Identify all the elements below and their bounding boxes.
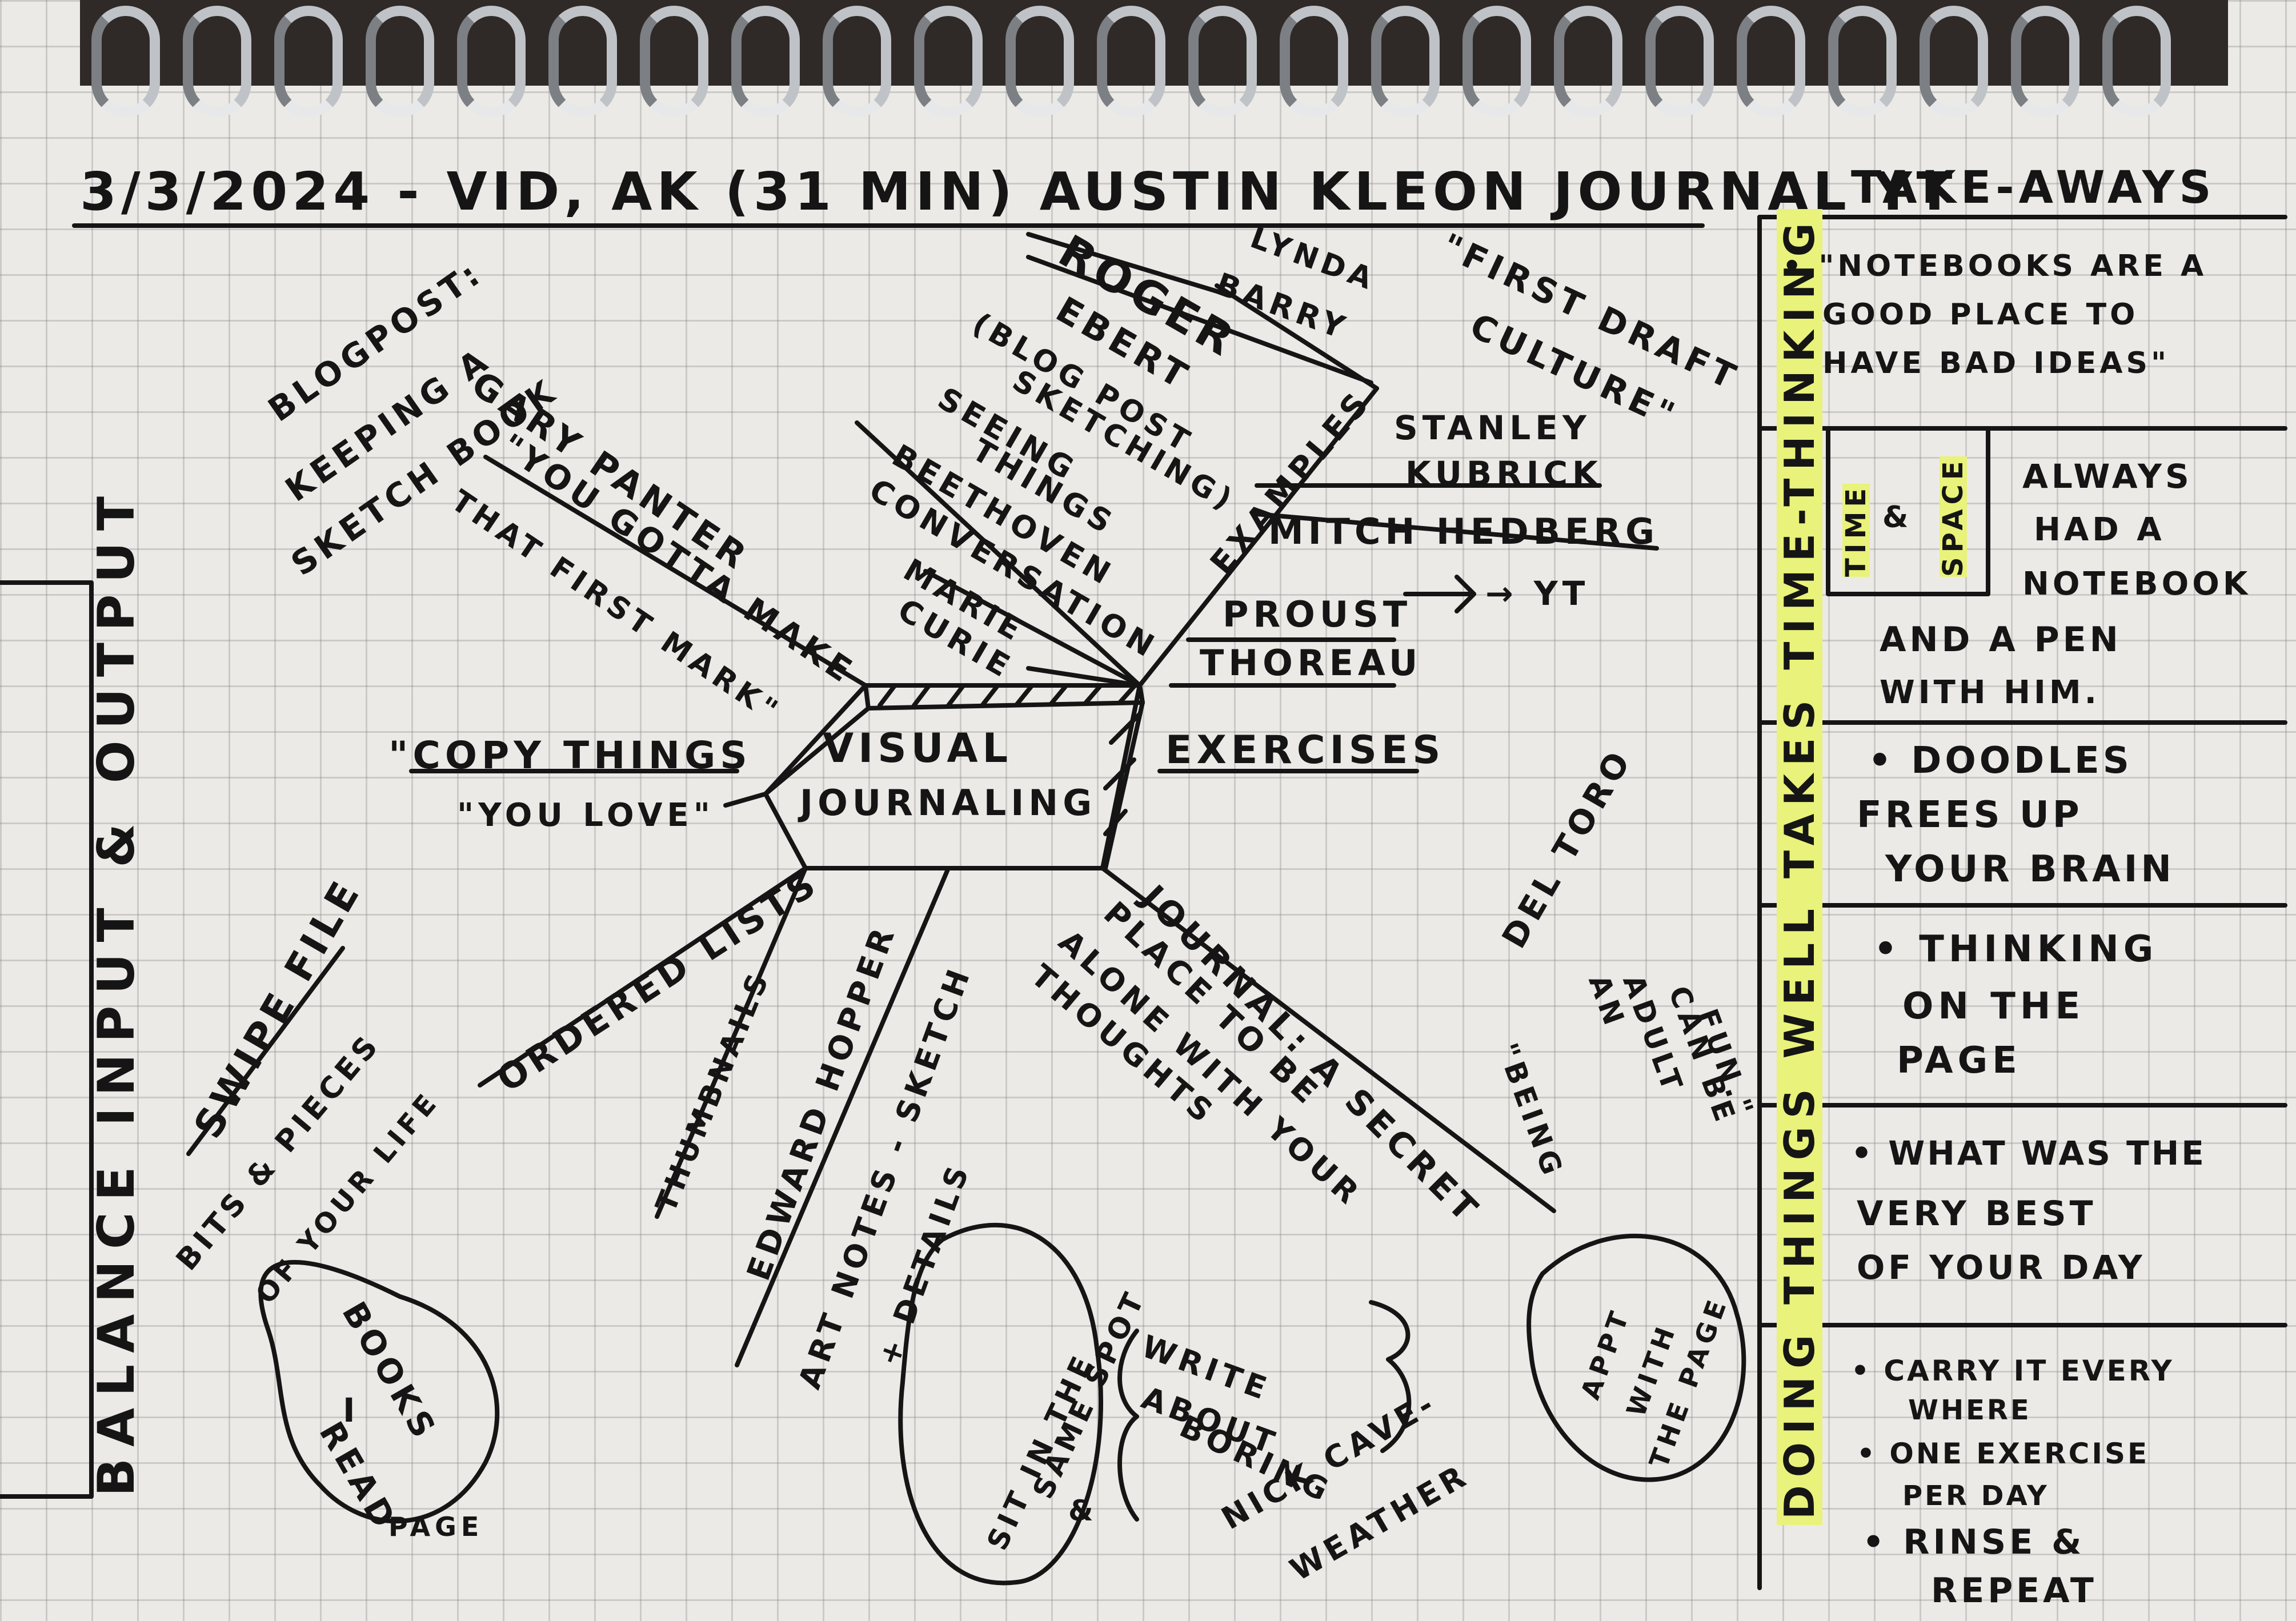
takeaway-2-line1: • DOODLES <box>1868 740 2133 782</box>
space-label: SPACE <box>1937 456 1969 577</box>
vertical-highlight-note: DOING THINGS WELL TAKES TIME-THINKING <box>1776 209 1824 1525</box>
stanley-label: STANLEY <box>1394 408 1591 447</box>
spiral-ring <box>1554 6 1622 117</box>
always-line2: HAD A <box>2034 511 2165 548</box>
proust-label: PROUST <box>1223 593 1412 635</box>
takeaway-1-line2: GOOD PLACE TO <box>1822 298 2139 332</box>
books-read-line2: I <box>343 1391 360 1430</box>
takeaway-4-line2: VERY BEST <box>1857 1194 2097 1234</box>
center-title-line1: VISUAL <box>823 725 1013 772</box>
spiral-ring <box>1462 6 1531 117</box>
takeaway-5-line5: • RINSE & <box>1862 1522 2085 1562</box>
time-label: TIME <box>1840 483 1872 577</box>
takeaway-2-line3: YOUR BRAIN <box>1885 848 2175 890</box>
takeaway-5-line6: REPEAT <box>1931 1571 2097 1611</box>
mitch-hedberg-label: MITCH HEDBERG <box>1268 511 1659 552</box>
takeaways-heading: TAKE-AWAYS <box>1851 162 2216 214</box>
always-line4: AND A PEN <box>1880 620 2122 660</box>
takeaway-5-line2: WHERE <box>1908 1394 2031 1426</box>
spiral-ring <box>1371 6 1440 117</box>
page-label: PAGE <box>388 1511 484 1542</box>
center-title-line2: JOURNALING <box>800 782 1097 824</box>
sit-same-spot-amp: & <box>1068 1494 1098 1527</box>
takeaway-5-line1: • CARRY IT EVERY <box>1851 1354 2174 1387</box>
thoreau-label: THOREAU <box>1200 642 1423 684</box>
takeaway-3-line3: PAGE <box>1897 1040 2022 1082</box>
page-title: 3/3/2024 - VID, AK (31 MIN) AUSTIN KLEON… <box>80 161 1957 222</box>
time-space-amp: & <box>1882 500 1913 535</box>
mitch-yt-arrow: → YT <box>1485 574 1590 613</box>
left-margin-note: BALANCE INPUT & OUTPUT <box>87 485 146 1496</box>
always-line3: NOTEBOOK <box>2022 565 2251 603</box>
exercises-label: EXERCISES <box>1165 728 1445 773</box>
always-line1: ALWAYS <box>2022 457 2193 496</box>
takeaway-1-line1: • "NOTEBOOKS ARE A <box>1782 249 2207 283</box>
takeaway-4-line1: • WHAT WAS THE <box>1851 1134 2206 1173</box>
spiral-ring <box>91 6 160 117</box>
takeaway-4-line3: OF YOUR DAY <box>1857 1248 2146 1287</box>
takeaway-2-line2: FREES UP <box>1857 794 2083 836</box>
takeaway-1-line3: HAVE BAD IDEAS" <box>1822 346 2170 380</box>
spiral-binding <box>80 0 2228 131</box>
kubrick-label: KUBRICK <box>1405 454 1602 493</box>
always-line5: WITH HIM. <box>1880 674 2100 711</box>
takeaway-3-line2: ON THE <box>1902 985 2085 1028</box>
copy-things-line2: "YOU LOVE" <box>457 797 715 834</box>
copy-things-line1: "COPY THINGS <box>388 733 752 777</box>
takeaway-5-line4: PER DAY <box>1902 1480 2049 1512</box>
takeaway-5-line3: • ONE EXERCISE <box>1857 1437 2150 1470</box>
takeaway-3-line1: • THINKING <box>1874 928 2158 970</box>
spiral-ring <box>366 6 434 117</box>
